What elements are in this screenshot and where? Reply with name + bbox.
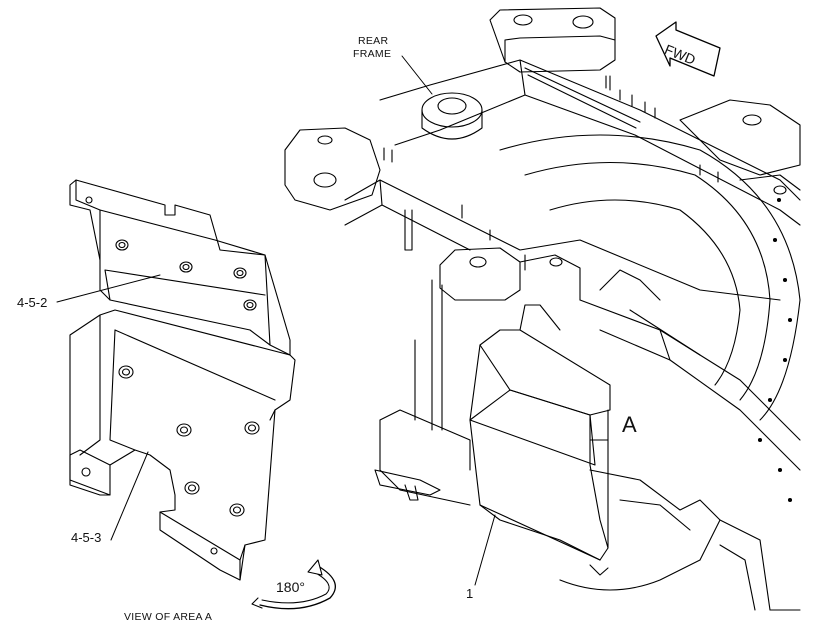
fwd-arrow-icon	[656, 22, 720, 76]
callout-part-1: 1	[466, 586, 474, 601]
callout-4-5-3: 4-5-3	[71, 530, 102, 545]
leader-part-1	[475, 515, 495, 585]
leader-rear-frame	[402, 56, 432, 94]
rear-frame-label-line1: REAR	[358, 35, 389, 47]
leader-4-5-3	[111, 452, 148, 540]
callout-4-5-2: 4-5-2	[17, 295, 48, 310]
rear-frame-assembly	[285, 8, 800, 610]
rotation-label: 180°	[276, 579, 305, 595]
rotation-arrow-icon	[252, 560, 335, 609]
leader-lines	[57, 56, 495, 585]
area-a-label: A	[622, 412, 637, 437]
leader-4-5-2	[57, 275, 160, 302]
area-a-detail	[70, 180, 295, 580]
view-caption: VIEW OF AREA A	[124, 611, 213, 623]
rear-frame-label-line2: FRAME	[353, 48, 392, 60]
